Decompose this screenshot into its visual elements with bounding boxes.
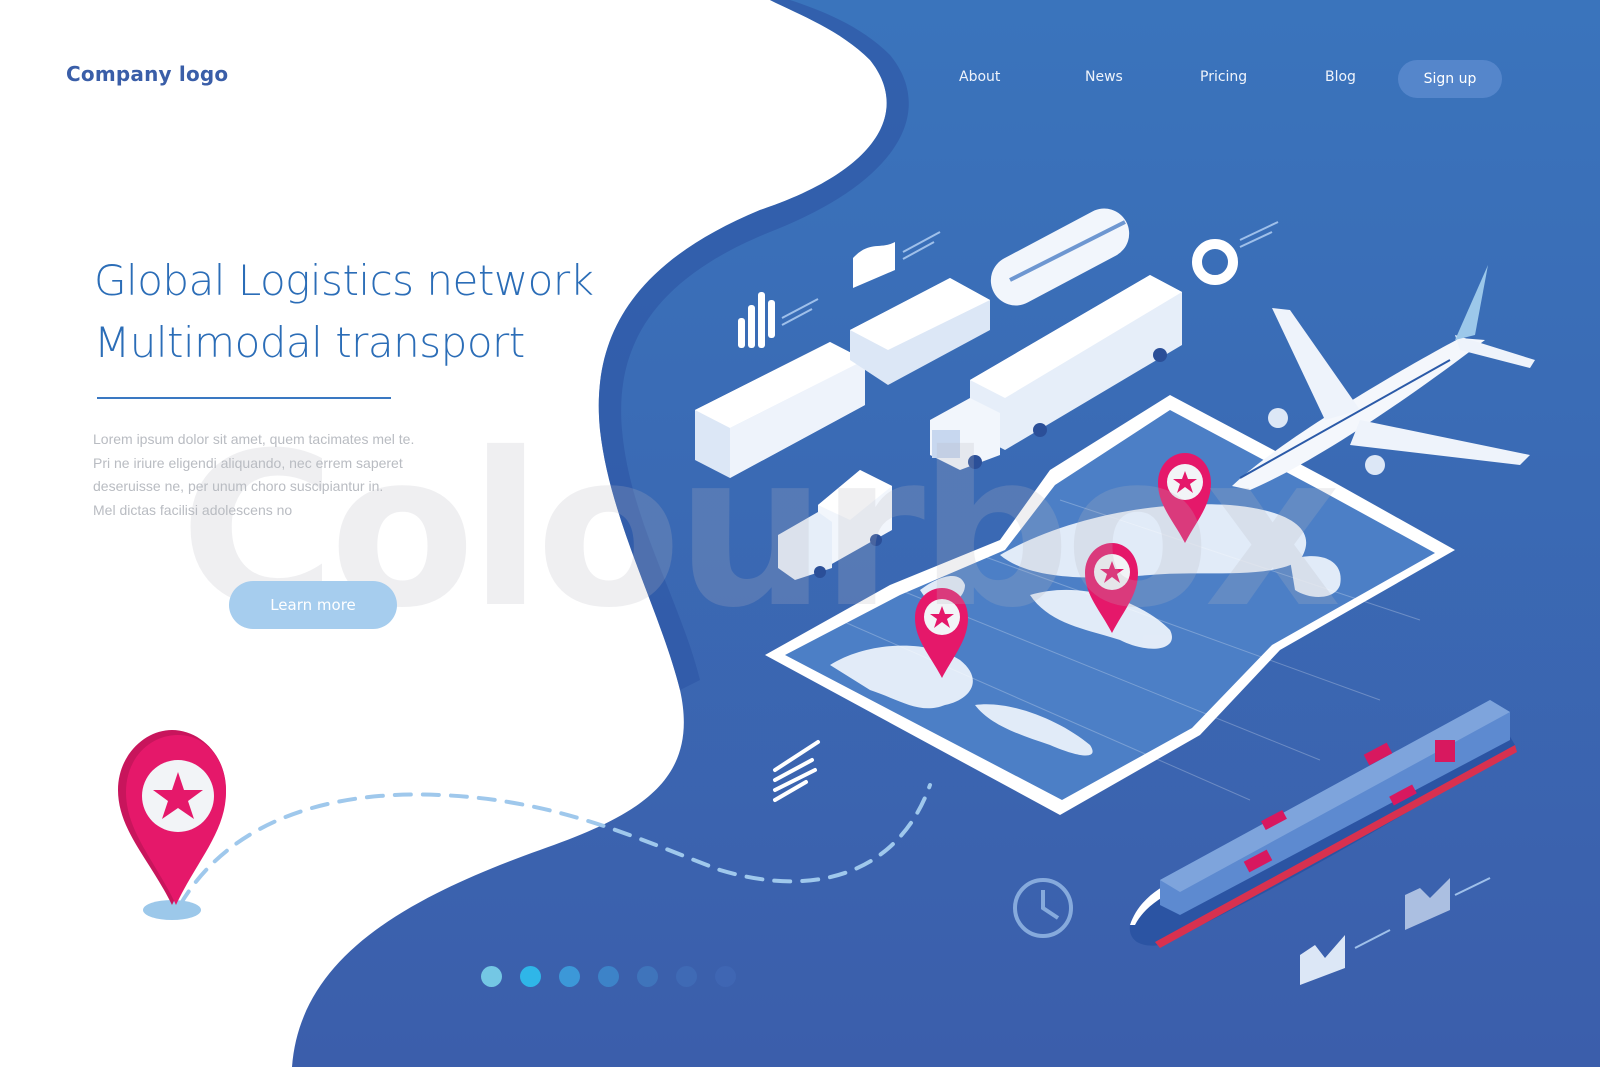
semi-truck — [930, 275, 1182, 470]
sign-up-button[interactable]: Sign up — [1398, 60, 1502, 98]
airplane — [1232, 265, 1535, 490]
hero-description-line: Lorem ipsum dolor sit amet, quem tacimat… — [93, 431, 415, 447]
map-pin-icon — [915, 588, 968, 678]
container-ship — [1129, 700, 1517, 948]
slider-dot-3[interactable] — [559, 966, 580, 987]
freight-wagon — [695, 342, 865, 478]
hero-title-line-2: Multimodal transport — [94, 318, 525, 367]
learn-more-button[interactable]: Learn more — [229, 581, 397, 629]
delivery-van — [778, 470, 892, 580]
hero-description-line: Pri ne iriure eligendi aliquando, nec er… — [93, 454, 403, 471]
slider-dot-6[interactable] — [676, 966, 697, 987]
location-pin-large-icon — [118, 730, 226, 920]
list-widget — [773, 740, 820, 802]
bar-chart-widget — [738, 292, 775, 348]
company-logo[interactable]: Company logo — [66, 62, 229, 86]
nav-pricing[interactable]: Pricing — [1200, 69, 1248, 85]
dashed-route — [178, 783, 932, 907]
map-pin-icon — [1158, 453, 1211, 543]
tank-wagon — [990, 208, 1130, 306]
slider-dot-1[interactable] — [481, 966, 502, 987]
hero-description-line: deseruisse ne, per unum choro suscipiant… — [93, 478, 384, 494]
area-chart-widget — [853, 242, 895, 288]
hero-title: Global Logistics network Multimodal tran… — [94, 250, 594, 374]
slider-pagination — [481, 966, 736, 987]
blue-wave-panel — [292, 0, 1600, 1067]
hero-description: Lorem ipsum dolor sit amet, quem tacimat… — [93, 428, 513, 522]
slider-dot-5[interactable] — [637, 966, 658, 987]
clock-icon — [1013, 878, 1073, 938]
nav-blog[interactable]: Blog — [1325, 69, 1356, 85]
slider-dot-4[interactable] — [598, 966, 619, 987]
line-chart-widget — [1405, 878, 1450, 930]
donut-chart-widget — [1192, 239, 1238, 285]
line-chart-widget — [1300, 935, 1345, 985]
hero-divider — [97, 397, 391, 399]
slider-dot-2[interactable] — [520, 966, 541, 987]
slider-dot-7[interactable] — [715, 966, 736, 987]
nav-about[interactable]: About — [959, 69, 1001, 85]
top-navigation: About News Pricing Blog Sign up — [0, 60, 1600, 98]
map-pin-icon — [1085, 543, 1138, 633]
hopper-wagon — [850, 278, 990, 385]
hero-title-line-1: Global Logistics network — [94, 256, 594, 305]
hero-description-line: Mel dictas facilisi adolescens no — [93, 501, 293, 518]
nav-news[interactable]: News — [1085, 69, 1123, 85]
